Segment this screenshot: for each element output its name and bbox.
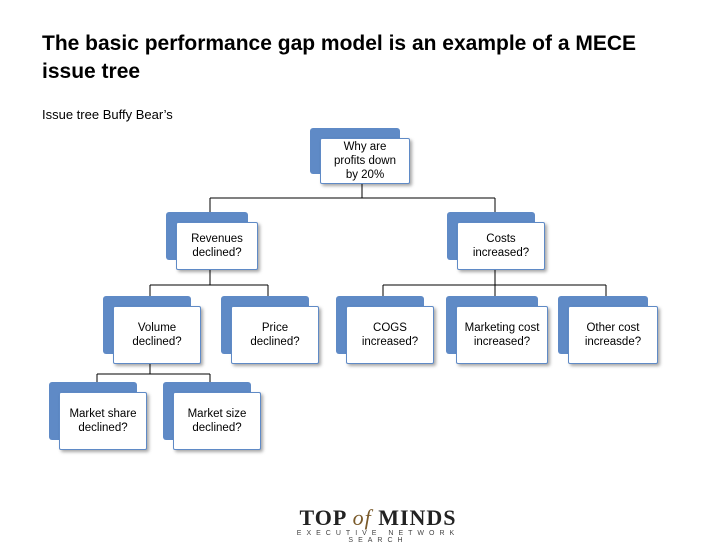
node-cogs-label: COGS increased?: [361, 322, 419, 348]
page-subtitle: Issue tree Buffy Bear’s: [42, 107, 173, 122]
node-market-size-label: Market size declined?: [187, 408, 247, 434]
node-market-share: Market share declined?: [49, 382, 147, 450]
node-marketing-cost: Marketing cost increased?: [446, 296, 548, 364]
logo-of: of: [352, 505, 372, 530]
node-other-cost-label: Other cost increasde?: [584, 322, 642, 348]
node-price: Price declined?: [221, 296, 319, 364]
node-costs: Costs increased?: [447, 212, 545, 270]
node-revenues: Revenues declined?: [166, 212, 258, 270]
node-revenues-label: Revenues declined?: [191, 233, 243, 259]
node-market-share-label: Market share declined?: [69, 408, 137, 434]
node-root: Why are profits down by 20%: [310, 128, 410, 184]
node-cogs: COGS increased?: [336, 296, 434, 364]
page-title: The basic performance gap model is an ex…: [42, 32, 637, 83]
node-market-size: Market size declined?: [163, 382, 261, 450]
logo-top: TOP: [299, 505, 347, 530]
top-of-minds-logo: TOP of MINDS EXECUTIVE NETWORK SEARCH: [288, 507, 468, 545]
node-volume-label: Volume declined?: [132, 322, 182, 348]
node-marketing-cost-label: Marketing cost increased?: [464, 322, 540, 348]
node-volume: Volume declined?: [103, 296, 201, 364]
logo-tagline: EXECUTIVE NETWORK SEARCH: [296, 530, 460, 544]
node-root-label: Why are profits down by 20%: [333, 141, 396, 181]
node-costs-label: Costs increased?: [472, 233, 530, 259]
logo-minds: MINDS: [378, 505, 457, 530]
node-price-label: Price declined?: [250, 322, 300, 348]
logo-wordmark: TOP of MINDS: [288, 507, 468, 529]
node-other-cost: Other cost increasde?: [558, 296, 658, 364]
